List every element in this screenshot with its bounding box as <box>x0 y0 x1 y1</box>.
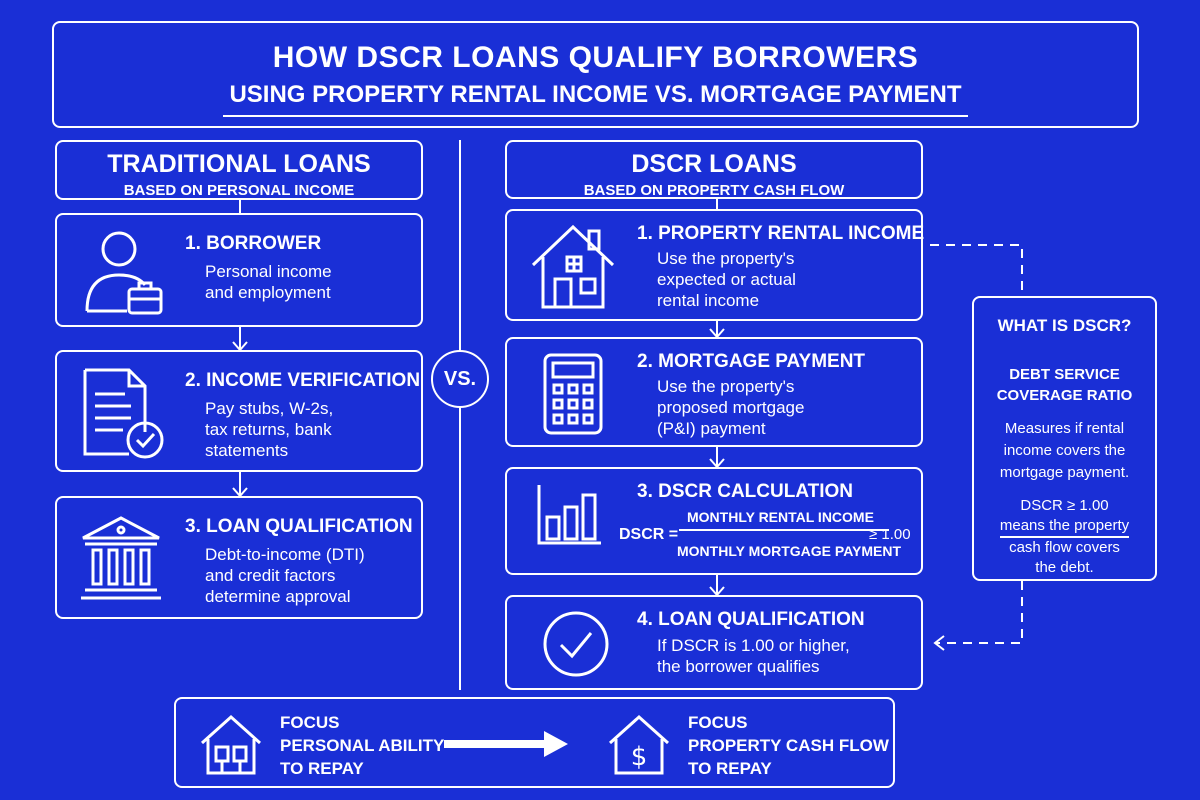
dscr-definition-box: WHAT IS DSCR? DEBT SERVICE COVERAGE RATI… <box>972 296 1157 581</box>
dscr-heading: DSCR LOANS <box>631 150 797 178</box>
focus-comparison-box: FOCUS PERSONAL ABILITY TO REPAY $ FOCUS … <box>174 697 895 788</box>
sidebar-subtitle: DEBT SERVICE COVERAGE RATIO <box>996 366 1133 404</box>
formula-rhs: ≥ 1.00 <box>869 526 911 543</box>
dscr-step-rental-income: 1. PROPERTY RENTAL INCOME Use the proper… <box>505 209 925 321</box>
traditional-heading: TRADITIONAL LOANS <box>107 150 371 178</box>
traditional-step-borrower: 1. BORROWER Personal income and employme… <box>55 213 423 327</box>
step-title: 1. PROPERTY RENTAL INCOME <box>637 223 925 244</box>
focus-dscr: FOCUS PROPERTY CASH FLOW TO REPAY <box>688 713 889 778</box>
bar-chart-icon <box>537 485 601 545</box>
house-dollar-icon: $ <box>608 714 670 775</box>
house-icon <box>531 224 615 309</box>
calculator-icon <box>543 353 603 435</box>
page-title: HOW DSCR LOANS QUALIFY BORROWERS <box>272 41 919 74</box>
formula-numerator: MONTHLY RENTAL INCOME <box>687 509 874 525</box>
step-description: Use the property's expected or actual re… <box>657 249 796 310</box>
sidebar-title: WHAT IS DSCR? <box>997 316 1132 335</box>
dscr-step-loan-qualification: 4. LOAN QUALIFICATION If DSCR is 1.00 or… <box>505 595 923 690</box>
step-description: Debt-to-income (DTI) and credit factors … <box>205 545 365 606</box>
sidebar-description: Measures if rental income covers the mor… <box>999 420 1130 481</box>
formula-lhs: DSCR = <box>619 526 679 543</box>
step-title: 4. LOAN QUALIFICATION <box>637 609 865 630</box>
bank-icon <box>81 516 161 600</box>
step-description: Use the property's proposed mortgage (P&… <box>657 377 805 438</box>
checkmark-circle-icon <box>543 611 609 677</box>
title-box: HOW DSCR LOANS QUALIFY BORROWERS USING P… <box>52 21 1139 128</box>
formula-denominator: MONTHLY MORTGAGE PAYMENT <box>677 543 902 559</box>
step-description: If DSCR is 1.00 or higher, the borrower … <box>657 636 850 676</box>
dscr-step-mortgage-payment: 2. MORTGAGE PAYMENT Use the property's p… <box>505 337 923 447</box>
vs-badge: VS. <box>431 350 489 408</box>
step-title: 2. INCOME VERIFICATION <box>185 370 421 391</box>
arrow-right-icon <box>444 731 568 757</box>
formula-fraction-bar <box>679 529 889 531</box>
step-description: Pay stubs, W-2s, tax returns, bank state… <box>205 399 334 460</box>
traditional-step-income-verification: 2. INCOME VERIFICATION Pay stubs, W-2s, … <box>55 350 423 472</box>
column-divider <box>459 140 461 690</box>
step-description: Personal income and employment <box>205 262 332 302</box>
traditional-subheading: BASED ON PERSONAL INCOME <box>123 182 355 199</box>
dscr-heading-box: DSCR LOANS BASED ON PROPERTY CASH FLOW <box>505 140 923 199</box>
borrower-person-icon <box>85 231 163 315</box>
page-subtitle: USING PROPERTY RENTAL INCOME VS. MORTGAG… <box>223 81 968 117</box>
dscr-subheading: BASED ON PROPERTY CASH FLOW <box>583 182 845 199</box>
traditional-heading-box: TRADITIONAL LOANS BASED ON PERSONAL INCO… <box>55 140 423 200</box>
sidebar-note: DSCR ≥ 1.00 means the property cash flow… <box>999 497 1130 576</box>
focus-traditional: FOCUS PERSONAL ABILITY TO REPAY <box>280 713 445 778</box>
traditional-step-loan-qualification: 3. LOAN QUALIFICATION Debt-to-income (DT… <box>55 496 423 619</box>
step-title: 3. DSCR CALCULATION <box>637 481 854 502</box>
svg-text:$: $ <box>631 742 648 772</box>
step-title: 3. LOAN QUALIFICATION <box>185 516 413 537</box>
house-people-icon <box>200 714 262 775</box>
dscr-step-calculation: 3. DSCR CALCULATION DSCR = MONTHLY RENTA… <box>505 467 923 575</box>
step-title: 1. BORROWER <box>185 233 322 254</box>
document-check-icon <box>83 368 164 459</box>
step-title: 2. MORTGAGE PAYMENT <box>637 351 866 372</box>
